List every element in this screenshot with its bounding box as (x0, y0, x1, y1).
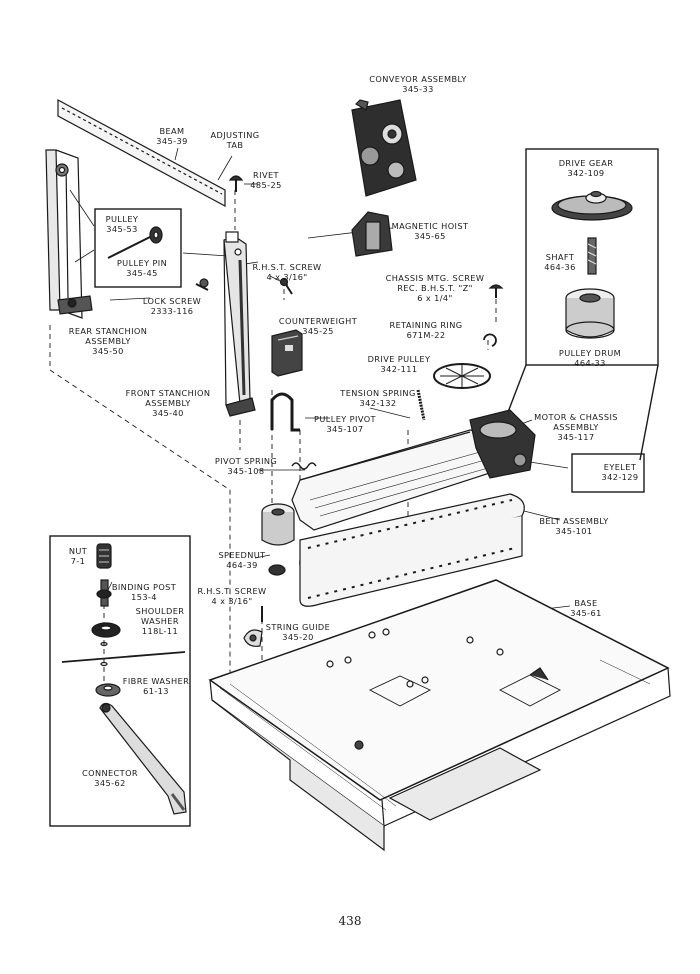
page-number: 438 (338, 914, 362, 928)
binding-post-parts-drawing (91, 543, 121, 697)
pulley-pivot-drawing (270, 392, 300, 432)
pivot-spring-drawing (291, 462, 317, 470)
conveyor-assembly-drawing (351, 99, 417, 197)
pulley-drum-drawing (565, 288, 615, 339)
drive-gear-inset-box (525, 148, 659, 366)
retaining-ring-drawing (483, 333, 497, 347)
front-stanchion-drawing (223, 231, 256, 417)
rear-stanchion-drawing (45, 98, 226, 319)
counterweight-drawing (271, 329, 303, 377)
motor-chassis-drawing (291, 409, 536, 531)
pulley-drawing (107, 226, 163, 259)
tension-spring-drawing (416, 389, 426, 421)
base-drawing (208, 579, 671, 852)
speednut-drawing (268, 564, 286, 576)
idler-drum-drawing (261, 503, 295, 546)
belt-drawing (299, 493, 525, 607)
pulley-inset-box (94, 208, 182, 288)
small-fasteners (195, 175, 504, 298)
inset-boxes (49, 148, 659, 827)
string-guide-drawing (243, 606, 263, 647)
drive-gear-drawing (551, 190, 633, 221)
eyelet-box (571, 453, 645, 493)
drive-pulley-drawing (433, 363, 491, 389)
shaft-drawing (587, 237, 597, 275)
binding-post-inset-box (49, 535, 191, 827)
magnetic-hoist-drawing (351, 211, 393, 257)
connector-drawing (99, 702, 187, 815)
